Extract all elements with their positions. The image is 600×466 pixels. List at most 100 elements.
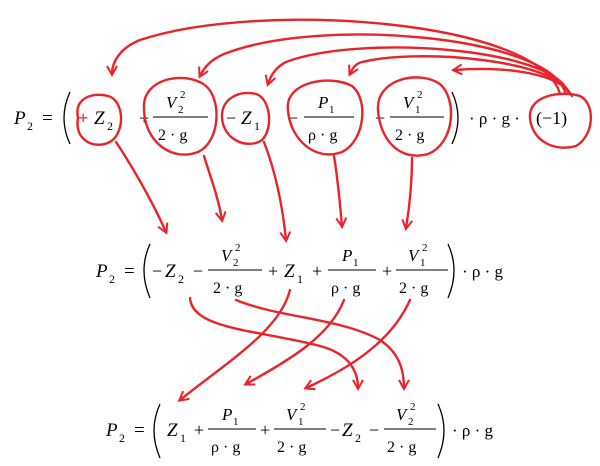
t1-sub-3: 1 [180,431,186,445]
t4-sign-3: − [330,420,340,440]
t3-sign-2: + [268,261,278,281]
t1-sub-2: 2 [178,272,184,286]
t5-sub-2: 1 [420,257,426,269]
lhs-sub-2: 2 [109,272,115,286]
lhs-p: P [13,108,26,129]
t5-sup-3: 2 [410,401,416,413]
circle-p1 [286,79,364,156]
t5-sign-2: + [382,261,392,281]
z1-sub: 1 [254,119,260,133]
arrow-to-v1 [454,69,574,98]
arrow-v1-reorder [306,298,412,388]
t2-sup-2: 2 [235,242,241,254]
rho-g-tail-2: · ρ · g [462,262,504,281]
t5-den-3: 2 · g [387,439,416,456]
v1-den: 2 · g [395,127,424,144]
t2-den-2: 2 · g [213,280,242,297]
v1-sub: 1 [415,104,421,116]
t4-sub-3: 2 [355,431,361,445]
arrow-to-z1 [268,46,570,94]
equals-sign-3: = [134,420,145,441]
circle-v1 [376,76,453,157]
arrow-z2-reorder [188,296,358,388]
t5-sup-2: 2 [422,242,428,254]
z2-sub: 2 [107,119,113,133]
p1-sub: 1 [329,104,335,116]
arrow-z1-reorder [180,288,292,400]
neg-one-factor: (−1) [536,108,567,129]
z2-term: Z [94,108,105,129]
t4-sub-2: 1 [353,257,359,269]
z1-term: Z [241,108,252,129]
t3-z1-2: Z [284,261,295,282]
rho-g-tail-3: · ρ · g [452,421,494,440]
minus-p1-sign: − [288,108,298,128]
arrow-z2-down [114,140,166,232]
t2-sign-3: + [194,420,204,440]
t3-sub-2: 1 [297,272,303,286]
t2-sub-2: 2 [233,257,239,269]
distribution-arrows [112,18,574,98]
t3-num-3: V [286,405,299,424]
right-paren-2 [447,243,455,299]
t5-den-2: 2 · g [399,280,428,297]
t2-sub-3: 1 [233,416,239,428]
lhs-sub: 2 [27,119,33,133]
arrow-v1-down [406,156,414,228]
t2-num-2: V [221,246,234,265]
lhs-sub-3: 2 [119,431,125,445]
v2-sup: 2 [180,89,186,101]
t4-num-2: P [341,246,352,265]
lhs-p-2: P [95,261,108,282]
rho-g-tail: · ρ · g · [469,109,520,128]
arrow-p1-down [332,154,342,226]
p1-num: P [317,93,328,112]
arrows-line1-to-line2 [114,140,414,240]
circle-neg-one [528,92,593,149]
left-paren [63,91,71,145]
arrow-v2-reorder [234,298,404,388]
arrow-v2-down [202,154,222,220]
t5-sub-3: 2 [408,416,414,428]
circle-z1 [220,91,271,145]
lhs-p-3: P [105,420,118,441]
t1-sign-2: − [152,261,162,281]
circle-z2 [76,93,123,146]
plus-sign-red: + [78,108,88,128]
arrow-to-z2 [112,18,562,96]
t2-num-3: P [221,405,232,424]
arrow-to-p1 [350,55,572,96]
t3-sub-3: 1 [298,416,304,428]
left-paren-2 [143,243,151,299]
t4-z2-3: Z [342,420,353,441]
t2-sign-2: − [193,261,203,281]
t5-num-3: V [396,405,409,424]
circle-v2 [142,76,218,156]
arrow-to-v2 [200,33,567,94]
left-paren-3 [153,403,161,459]
t1-z1-3: Z [167,420,178,441]
equals-sign: = [42,108,53,129]
arrow-z1-down [262,140,286,240]
t4-sign-2: + [312,261,322,281]
p1-den: ρ · g [308,127,337,144]
t3-sup-3: 2 [300,401,306,413]
right-paren-3 [437,403,445,459]
v1-sup: 2 [417,89,423,101]
t5-sign-3: − [369,420,379,440]
equals-sign-2: = [124,261,135,282]
v2-den: 2 · g [158,127,187,144]
t1-z2-2: Z [165,261,176,282]
t3-den-3: 2 · g [277,439,306,456]
t3-sign-3: + [260,420,270,440]
t4-den-2: ρ · g [331,280,360,297]
equation-line-2: P 2 = − Z 2 − V 2 2 2 · g + Z 1 + P 1 ρ … [95,242,504,299]
t2-den-3: ρ · g [211,439,240,456]
equation-line-3: P 2 = Z 1 + P 1 ρ · g + V 1 2 2 · g − Z … [105,401,494,459]
v1-num: V [403,93,416,112]
v2-num: V [166,93,179,112]
red-circles [76,76,593,157]
v2-sub: 2 [178,104,184,116]
